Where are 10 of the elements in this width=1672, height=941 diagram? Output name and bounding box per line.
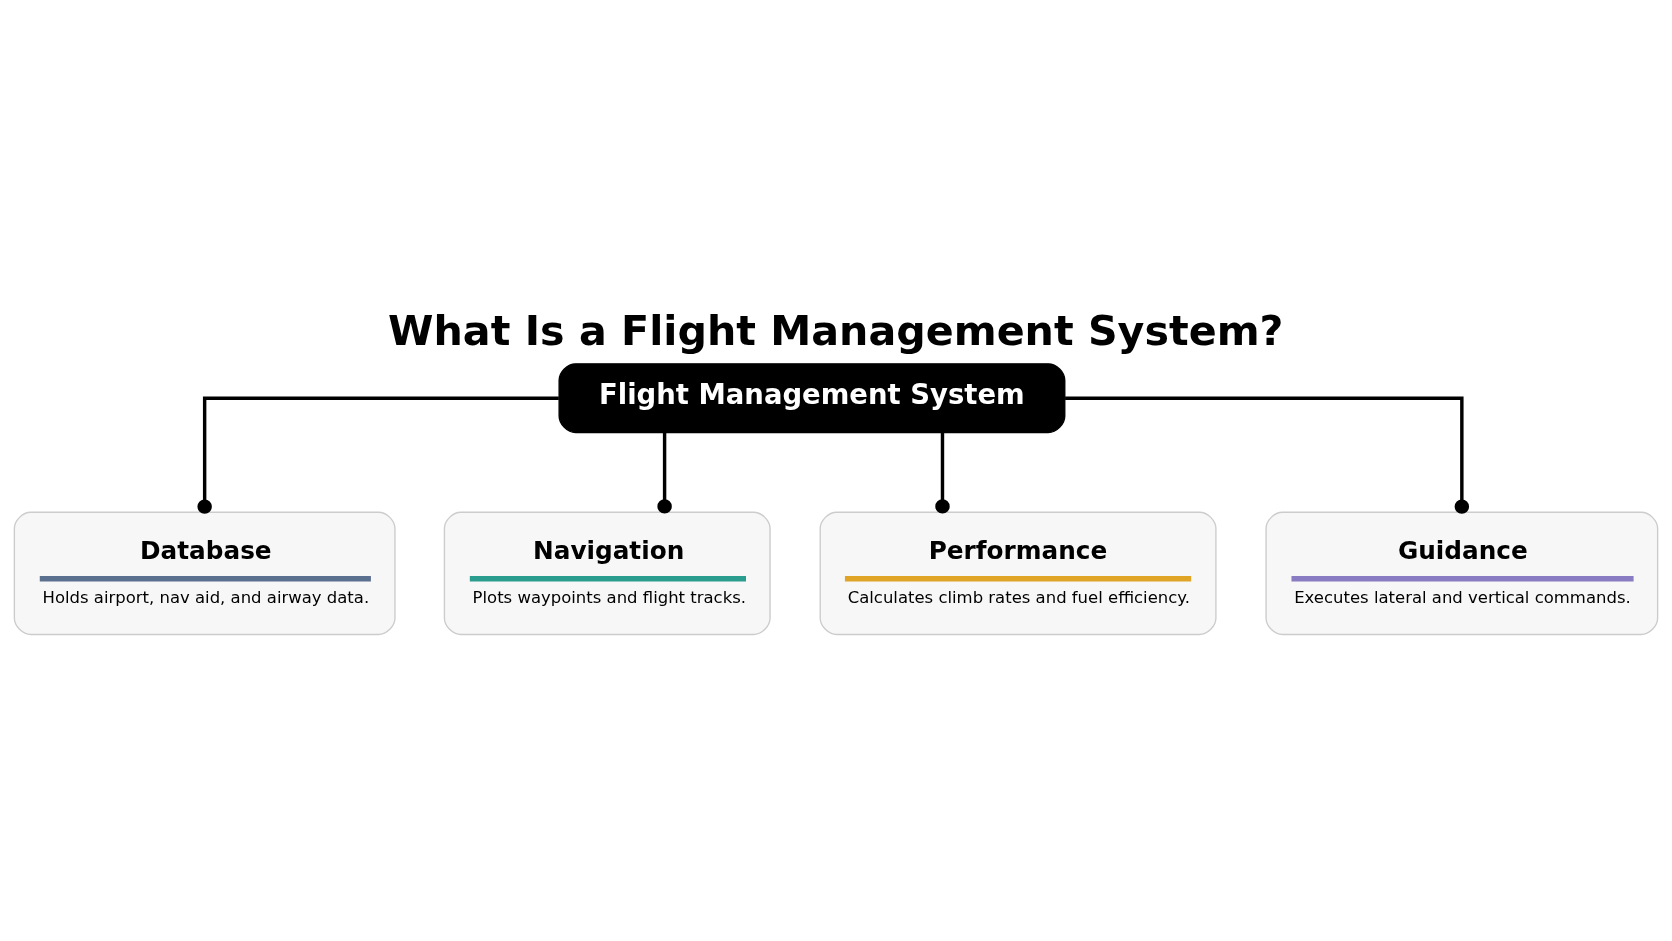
connector [1065,395,1470,514]
connector [935,432,950,514]
node-box: Navigation Plots waypoints and flight tracks. [443,511,771,635]
node-box: Database Holds airport, nav aid, and airway data. [13,511,396,635]
node-box: Performance Calculates climb rates and fuel efficiency. [819,511,1217,635]
node-box: Flight Management System [558,362,1066,433]
connector [657,432,672,514]
connector [197,395,559,514]
node-box: Guidance Executes lateral and vertical commands. [1265,511,1659,635]
diagram-title: What Is a Flight Management System? [388,306,1284,355]
